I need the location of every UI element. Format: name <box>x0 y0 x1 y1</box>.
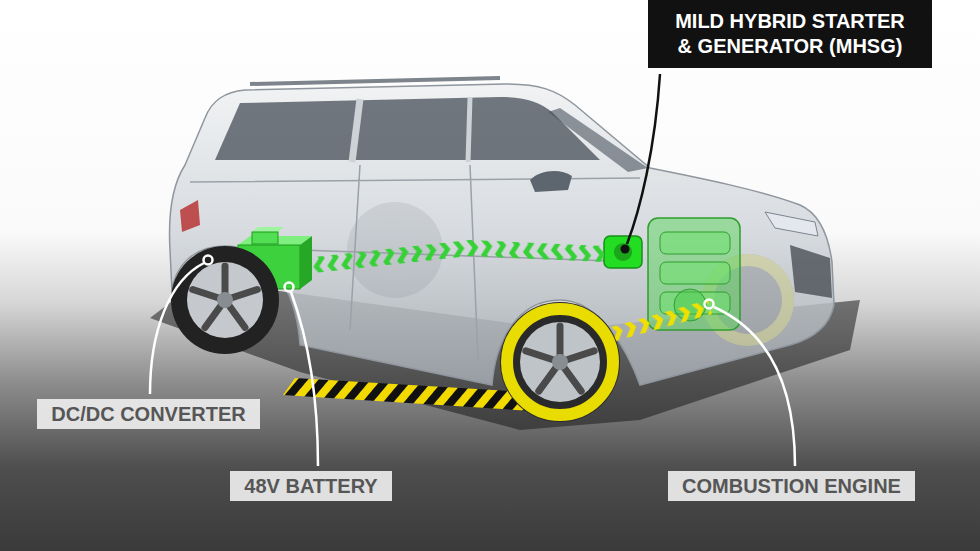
mhsg-unit <box>604 236 642 268</box>
dc-dc-converter <box>252 227 284 244</box>
leader-lines <box>291 292 318 466</box>
callout-label: COMBUSTION ENGINE <box>668 471 915 501</box>
leader-lines <box>150 263 204 394</box>
car-body <box>180 200 200 232</box>
rear-wheel <box>193 266 258 328</box>
label-text: MILD HYBRID STARTER & GENERATOR (MHSG) <box>670 9 910 59</box>
energy-flow-arrows <box>305 240 604 274</box>
leader-lines <box>285 283 294 292</box>
rear-wheel <box>171 246 279 354</box>
car-body <box>790 245 832 298</box>
car-body <box>215 97 600 160</box>
car-body <box>352 99 360 162</box>
leader-lines <box>705 300 714 309</box>
car-body <box>548 108 648 172</box>
mhsg-unit <box>614 243 632 261</box>
front-wheel <box>520 322 600 402</box>
engine <box>660 262 730 284</box>
car-body <box>170 84 834 385</box>
car-body <box>170 78 834 385</box>
engine <box>660 232 730 254</box>
front-wheel <box>507 309 613 415</box>
label-text: COMBUSTION ENGINE <box>682 475 901 497</box>
rear-wheel <box>187 262 263 338</box>
dc-dc-converter <box>252 232 278 244</box>
callout-label: DC/DC CONVERTER <box>37 399 260 429</box>
rear-wheel <box>171 246 279 354</box>
battery <box>300 236 312 289</box>
car-body <box>765 212 818 236</box>
car-body <box>530 171 572 192</box>
leader-lines <box>204 256 213 265</box>
leader-lines <box>714 307 795 466</box>
label-text: DC/DC CONVERTER <box>51 403 246 425</box>
front-wheel <box>500 302 620 422</box>
car-body <box>250 78 500 84</box>
dc-dc-converter <box>252 227 284 232</box>
leader-lines <box>627 74 660 244</box>
callout-label: 48V BATTERY <box>230 471 392 501</box>
front-wheel <box>500 302 620 422</box>
rear-wheel <box>217 292 233 308</box>
mhsg-unit <box>604 236 642 268</box>
front-wheel <box>526 326 594 391</box>
callout-box: MILD HYBRID STARTER & GENERATOR (MHSG) <box>648 0 932 68</box>
leader-lines <box>621 245 630 254</box>
label-text: 48V BATTERY <box>244 475 378 497</box>
front-wheel <box>552 354 568 370</box>
car-body <box>468 97 470 162</box>
